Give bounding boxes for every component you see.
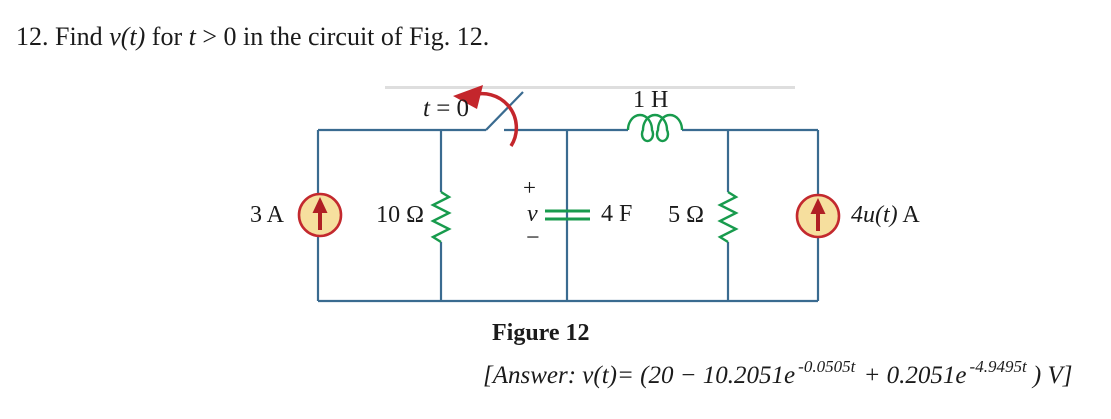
title-math-vt: v(t) bbox=[109, 22, 146, 51]
resistor-zigzag-5ohm bbox=[717, 190, 739, 244]
resistor-zigzag-10ohm bbox=[430, 190, 452, 244]
label-voltage-plus: + bbox=[523, 175, 536, 200]
answer-tail: ) V] bbox=[1026, 362, 1073, 389]
source-right-unit: A bbox=[897, 202, 920, 228]
label-source-left: 3 A bbox=[249, 202, 284, 228]
label-inductor-1h: 1 H bbox=[633, 87, 669, 113]
scan-artifact-line bbox=[385, 86, 795, 89]
label-voltage-v: v bbox=[527, 201, 538, 227]
answer-lead: [Answer: v(t)= (20 − 10.2051e bbox=[483, 362, 796, 389]
switch-arc-arrowhead-icon bbox=[453, 85, 483, 109]
switch-t-var: t bbox=[423, 95, 430, 122]
label-resistor-5ohm: 5 Ω bbox=[668, 202, 704, 228]
figure-caption: Figure 12 bbox=[492, 320, 590, 346]
current-arrow-up-right-icon bbox=[810, 198, 826, 231]
problem-title: 12. Find v(t) for t > 0 in the circuit o… bbox=[16, 22, 489, 52]
switch-eq-zero: = 0 bbox=[429, 95, 470, 122]
current-source-arrows bbox=[312, 197, 826, 231]
title-text-3: > 0 in the circuit of Fig. 12. bbox=[195, 22, 490, 51]
source-right-expr: 4u(t) bbox=[851, 202, 898, 228]
label-capacitor-4f: 4 F bbox=[601, 201, 633, 227]
label-voltage-minus: − bbox=[526, 225, 540, 251]
answer-line: [Answer: v(t)= (20 − 10.2051e-0.0505t + … bbox=[483, 357, 1073, 390]
label-source-right: 4u(t) A bbox=[851, 201, 920, 229]
label-switch-time: t = 0 bbox=[423, 95, 469, 123]
circuit-wires bbox=[316, 91, 820, 303]
inductor-coil bbox=[626, 113, 684, 143]
capacitor-plates bbox=[545, 209, 590, 221]
answer-mid: + 0.2051e bbox=[857, 362, 967, 389]
switch-blade bbox=[485, 91, 524, 131]
answer-exponent-1: -0.0505t bbox=[798, 357, 856, 376]
current-arrow-up-left-icon bbox=[312, 197, 328, 230]
title-math-t: t bbox=[188, 22, 196, 51]
label-resistor-10ohm: 10 Ω bbox=[376, 202, 424, 228]
title-text-1: 12. Find bbox=[16, 22, 110, 51]
green-components bbox=[430, 113, 739, 244]
title-text-2: for bbox=[145, 22, 189, 51]
answer-exponent-2: -4.9495t bbox=[969, 357, 1027, 376]
